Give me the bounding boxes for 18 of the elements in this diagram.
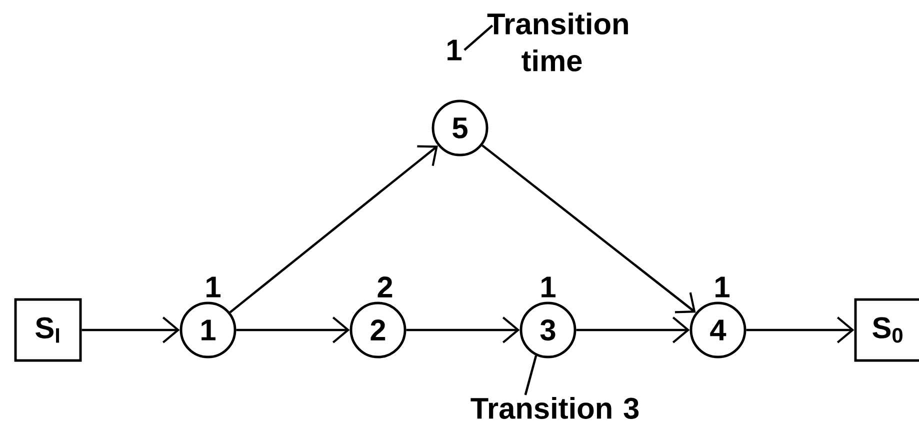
duration-label: 1 (206, 276, 220, 298)
leader-line (464, 24, 494, 51)
annotation-text: Transition time (487, 12, 628, 72)
duration-label: 1 (716, 276, 730, 298)
arrow (406, 316, 520, 344)
leader-line (524, 355, 538, 396)
arrow (746, 316, 854, 344)
arrow (229, 145, 438, 314)
duration-label: 1 (542, 276, 556, 298)
annotation-text: Transition 3 (470, 397, 639, 419)
arrow (236, 316, 350, 344)
state-box: S$_{I}$ (14, 298, 82, 362)
arrow (576, 316, 690, 344)
state-box: S$_{0}$ (854, 298, 919, 362)
arrow (482, 144, 696, 314)
arrow (82, 316, 180, 344)
annotation-text: 1 (448, 40, 462, 60)
duration-label: 2 (378, 276, 392, 298)
